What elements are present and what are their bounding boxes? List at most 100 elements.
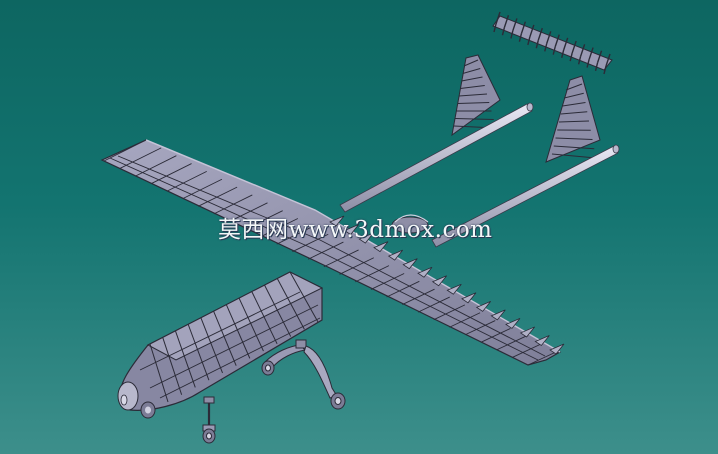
- structure-rib: [464, 320, 496, 336]
- structure-rib: [527, 351, 557, 366]
- structure-rib: [386, 280, 420, 298]
- structure-rib: [461, 76, 483, 82]
- structure-rib: [276, 225, 314, 245]
- structure-rib: [503, 15, 510, 28]
- structure-rib: [339, 257, 374, 275]
- structure-rib: [529, 24, 535, 38]
- nose-landing-gear: [202, 396, 216, 444]
- structure-rib: [544, 43, 548, 52]
- structure-rib: [588, 47, 594, 60]
- structure-rib: [558, 120, 590, 123]
- structure-rib: [463, 59, 479, 67]
- fuselage-frame: [117, 271, 324, 419]
- wing-joiner-part: [391, 214, 429, 234]
- structure-rib: [455, 118, 494, 120]
- structure-rib: [198, 186, 238, 207]
- structure-rib: [579, 44, 586, 57]
- structure-rib: [594, 62, 599, 71]
- structure-rib: [433, 304, 466, 321]
- horizontal-stabilizer: [492, 11, 613, 75]
- structure-rib: [520, 21, 527, 34]
- structure-rib: [103, 139, 147, 162]
- wing-tab: [505, 318, 521, 329]
- structure-rib: [355, 265, 390, 283]
- structure-rib: [561, 49, 565, 59]
- structure-rib: [238, 297, 264, 352]
- structure-rib: [417, 296, 450, 313]
- wing-tab: [549, 343, 565, 355]
- structure-rib: [182, 178, 223, 200]
- structure-rib: [605, 53, 611, 67]
- structure-rib: [480, 328, 511, 343]
- structure-rib: [564, 92, 584, 99]
- wing-tab: [446, 283, 462, 295]
- structure-rib: [537, 27, 543, 41]
- structure-rib: [449, 312, 481, 328]
- wing-tab: [519, 326, 535, 338]
- structure-rib: [535, 39, 539, 49]
- wing-tab: [387, 249, 403, 261]
- structure-rib: [187, 324, 210, 381]
- structure-rib: [510, 30, 514, 39]
- structure-rib: [571, 40, 577, 54]
- structure-rib: [563, 37, 569, 51]
- structure-rib: [162, 337, 183, 395]
- wing-tab: [475, 300, 491, 312]
- main-wing: [100, 139, 565, 366]
- structure-rib: [225, 304, 251, 359]
- structure-rib: [512, 18, 518, 31]
- structure-rib: [457, 102, 490, 104]
- structure-rib: [552, 46, 556, 55]
- structure-rib: [501, 27, 506, 36]
- structure-rib: [264, 284, 292, 337]
- structure-rib: [586, 59, 590, 68]
- structure-rib: [292, 233, 329, 253]
- vertical-fin-right: [545, 75, 601, 163]
- structure-rib: [553, 145, 595, 150]
- structure-rib: [603, 65, 607, 75]
- structure-rib: [518, 33, 523, 42]
- structure-rib: [512, 343, 542, 358]
- structure-rib: [213, 194, 253, 215]
- structure-rib: [555, 137, 593, 140]
- structure-rib: [577, 56, 582, 65]
- structure-rib: [546, 31, 552, 44]
- wing-tab: [402, 258, 418, 270]
- wing-tab: [461, 292, 477, 304]
- wing-tab: [343, 224, 359, 236]
- tail-boom-lower: [431, 144, 620, 248]
- wing-tab: [329, 215, 345, 227]
- structure-rib: [551, 153, 597, 159]
- structure-rib: [527, 36, 531, 46]
- structure-rib: [496, 335, 526, 351]
- wing-tab: [431, 275, 447, 287]
- structure-rib: [560, 111, 588, 115]
- wing-tab: [373, 241, 389, 253]
- main-landing-gear: [261, 339, 346, 410]
- structure-rib: [458, 93, 488, 97]
- structure-rib: [596, 50, 603, 63]
- structure-rib: [260, 218, 299, 237]
- structure-rib: [323, 249, 359, 268]
- structure-rib: [562, 102, 586, 107]
- wing-tab: [358, 232, 374, 244]
- structure-rib: [569, 52, 573, 62]
- wing-tab: [534, 335, 550, 347]
- structure-rib: [166, 171, 207, 192]
- structure-rib: [245, 210, 283, 230]
- wing-tab: [417, 266, 433, 278]
- structure-rib: [462, 68, 481, 74]
- structure-rib: [251, 291, 278, 345]
- structure-rib: [554, 34, 560, 47]
- structure-rib: [276, 278, 305, 330]
- structure-rib: [150, 163, 192, 185]
- structure-rib: [460, 85, 485, 89]
- watermark-text: 莫西网www.3dmox.com: [218, 217, 493, 243]
- structure-rib: [229, 202, 268, 222]
- structure-rib: [370, 273, 405, 290]
- structure-rib: [307, 241, 344, 260]
- structure-rib: [174, 330, 196, 388]
- structure-rib: [213, 311, 237, 366]
